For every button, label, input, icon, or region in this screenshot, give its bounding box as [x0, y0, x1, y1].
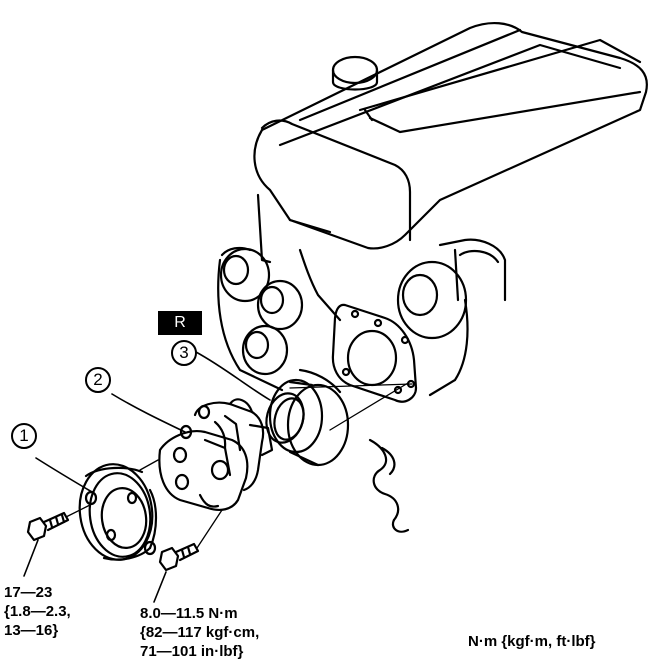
- pump-bolt: [158, 542, 200, 572]
- replace-badge: R: [158, 311, 202, 335]
- torque-spec-pump-line-3: 71—101 in·lbf}: [140, 643, 244, 660]
- pulley-bolt: [26, 511, 70, 542]
- torque-spec-pump-line-2: {82—117 kgf·cm,: [140, 624, 260, 641]
- water-pump-part: [158, 398, 274, 511]
- torque-spec-pulley-line-2: {1.8—2.3,: [4, 603, 71, 620]
- pulley-part: [78, 463, 158, 561]
- torque-spec-pulley-line-3: 13—16}: [4, 622, 59, 639]
- units-legend: N·m {kgf·m, ft·lbf}: [468, 633, 596, 650]
- callout-3: 3: [171, 340, 197, 366]
- leader-lines: [23, 351, 413, 603]
- torque-spec-pump-line-1: 8.0—11.5 N·m: [140, 605, 238, 622]
- callout-2: 2: [85, 367, 111, 393]
- torque-spec-pump: 8.0—11.5 N·m {82—117 kgf·cm, 71—101 in·l…: [140, 604, 259, 661]
- callout-1: 1: [11, 423, 37, 449]
- engine-block: [217, 22, 648, 533]
- torque-spec-pulley: 17—23 {1.8—2.3, 13—16}: [4, 583, 71, 640]
- gasket-part: [265, 392, 305, 444]
- torque-spec-pulley-line-1: 17—23: [4, 584, 53, 601]
